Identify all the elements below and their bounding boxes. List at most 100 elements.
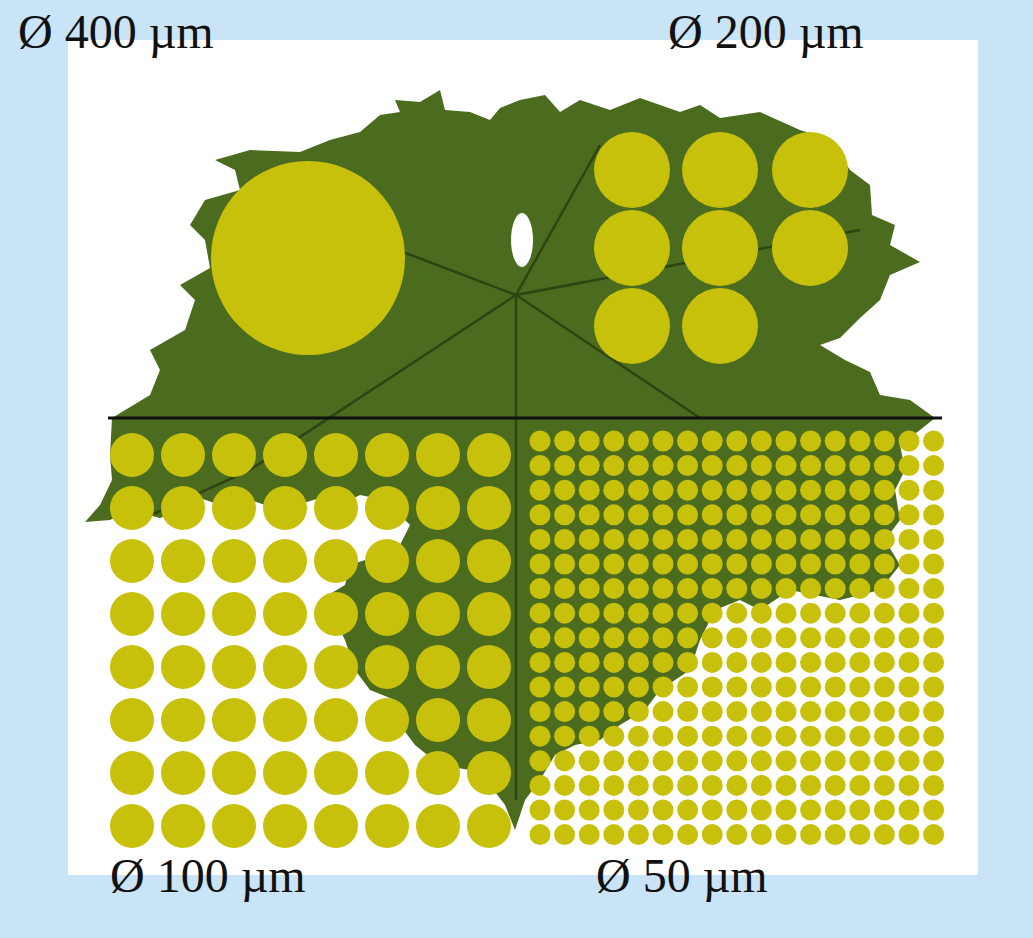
droplet-100 xyxy=(365,486,409,530)
droplet-50 xyxy=(579,554,600,575)
droplet-50 xyxy=(653,824,674,845)
droplet-400 xyxy=(211,161,405,355)
divider-line xyxy=(108,417,942,420)
droplet-50 xyxy=(776,504,797,525)
droplet-50 xyxy=(800,529,821,550)
droplet-50 xyxy=(677,824,698,845)
droplet-100 xyxy=(161,645,205,689)
droplet-50 xyxy=(702,824,723,845)
droplet-50 xyxy=(849,529,870,550)
droplet-50 xyxy=(653,726,674,747)
droplet-50 xyxy=(923,677,944,698)
droplet-50 xyxy=(530,480,551,501)
droplet-50 xyxy=(776,627,797,648)
droplet-50 xyxy=(628,480,649,501)
droplet-50 xyxy=(874,750,895,771)
droplet-50 xyxy=(653,504,674,525)
droplet-50 xyxy=(653,603,674,624)
droplet-200 xyxy=(772,210,848,286)
droplet-50 xyxy=(776,726,797,747)
droplet-50 xyxy=(530,529,551,550)
droplet-50 xyxy=(726,554,747,575)
droplet-50 xyxy=(677,775,698,796)
droplet-50 xyxy=(726,603,747,624)
droplet-50 xyxy=(726,504,747,525)
droplet-50 xyxy=(825,652,846,673)
droplet-50 xyxy=(677,480,698,501)
droplet-50 xyxy=(751,578,772,599)
white-panel xyxy=(68,40,978,875)
droplet-50 xyxy=(653,800,674,821)
droplet-50 xyxy=(726,824,747,845)
droplet-50 xyxy=(530,775,551,796)
droplet-50 xyxy=(603,652,624,673)
droplet-50 xyxy=(554,726,575,747)
droplet-100 xyxy=(161,698,205,742)
droplet-50 xyxy=(751,455,772,476)
droplet-200 xyxy=(682,288,758,364)
droplet-50 xyxy=(751,677,772,698)
droplet-50 xyxy=(603,455,624,476)
droplet-50 xyxy=(702,455,723,476)
droplet-50 xyxy=(776,578,797,599)
droplet-50 xyxy=(726,775,747,796)
droplet-100 xyxy=(110,751,154,795)
droplet-50 xyxy=(899,726,920,747)
droplet-50 xyxy=(776,455,797,476)
droplet-200 xyxy=(682,132,758,208)
droplet-50 xyxy=(899,627,920,648)
droplet-50 xyxy=(923,824,944,845)
droplet-100 xyxy=(263,486,307,530)
droplet-100 xyxy=(212,804,256,848)
droplet-50 xyxy=(923,800,944,821)
droplet-50 xyxy=(530,554,551,575)
droplet-100 xyxy=(314,433,358,477)
droplet-100 xyxy=(110,433,154,477)
droplet-100 xyxy=(110,592,154,636)
droplet-50 xyxy=(702,554,723,575)
droplet-50 xyxy=(800,603,821,624)
leaf-upper xyxy=(112,90,935,418)
droplet-50 xyxy=(776,480,797,501)
droplet-50 xyxy=(849,578,870,599)
droplet-100 xyxy=(467,486,511,530)
droplet-50 xyxy=(800,480,821,501)
droplet-100 xyxy=(110,539,154,583)
droplet-50 xyxy=(776,800,797,821)
droplet-100 xyxy=(467,592,511,636)
droplet-50 xyxy=(603,627,624,648)
droplet-50 xyxy=(800,627,821,648)
droplet-50 xyxy=(677,504,698,525)
droplet-50 xyxy=(726,578,747,599)
droplet-50 xyxy=(579,578,600,599)
droplet-50 xyxy=(776,701,797,722)
droplet-50 xyxy=(899,455,920,476)
droplet-100 xyxy=(314,751,358,795)
droplet-50 xyxy=(849,775,870,796)
droplet-100 xyxy=(467,539,511,583)
droplet-50 xyxy=(751,627,772,648)
droplet-50 xyxy=(677,431,698,452)
droplet-50 xyxy=(923,480,944,501)
droplet-50 xyxy=(579,750,600,771)
droplet-50 xyxy=(603,431,624,452)
droplet-50 xyxy=(530,652,551,673)
droplet-50 xyxy=(653,431,674,452)
diameter-label: Ø 400 µm xyxy=(18,8,214,56)
droplet-50 xyxy=(751,750,772,771)
droplet-100 xyxy=(110,486,154,530)
droplet-50 xyxy=(677,800,698,821)
droplet-50 xyxy=(874,578,895,599)
droplet-50 xyxy=(677,750,698,771)
diameter-label: Ø 200 µm xyxy=(668,8,864,56)
droplet-200 xyxy=(682,210,758,286)
droplet-50 xyxy=(776,431,797,452)
droplet-50 xyxy=(702,480,723,501)
droplet-50 xyxy=(530,726,551,747)
droplet-100 xyxy=(314,539,358,583)
droplet-circles xyxy=(110,132,944,848)
droplet-100 xyxy=(416,645,460,689)
droplet-50 xyxy=(726,677,747,698)
droplet-50 xyxy=(702,677,723,698)
droplet-50 xyxy=(923,455,944,476)
